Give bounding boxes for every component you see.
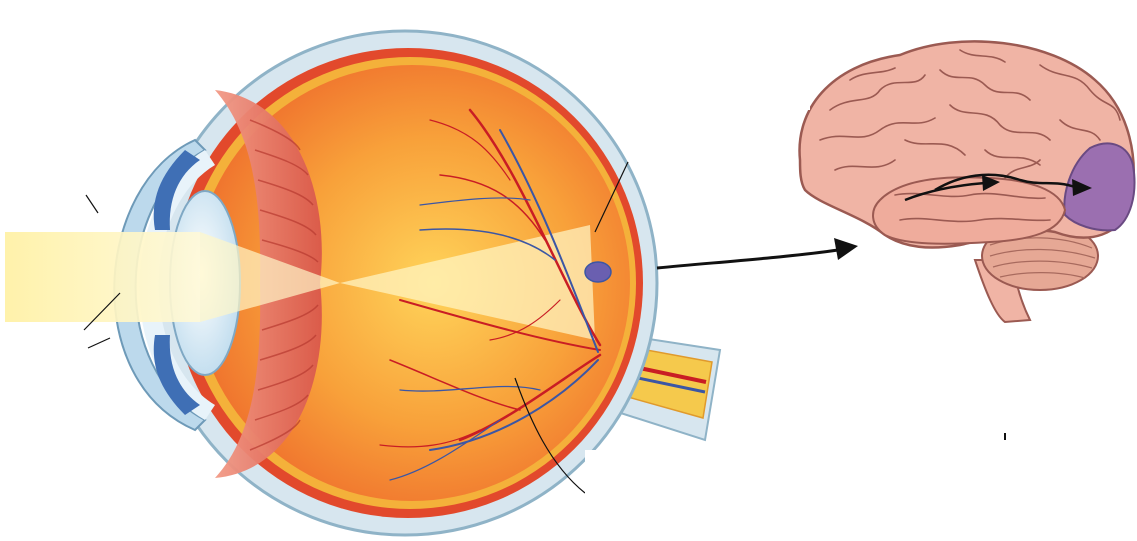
label-blank-top-left bbox=[0, 10, 120, 125]
label-blank-middle-right bbox=[718, 275, 900, 335]
label-blank-bottom-center bbox=[585, 450, 905, 540]
fovea bbox=[585, 262, 611, 282]
label-blank-eye-top-right bbox=[650, 10, 810, 110]
light-beam-outside bbox=[5, 232, 200, 322]
temporal-lobe bbox=[873, 177, 1065, 244]
label-blank-bottom-left bbox=[0, 380, 108, 430]
label-blank-right bbox=[1008, 330, 1133, 425]
eye-to-brain-arrow bbox=[657, 238, 858, 268]
